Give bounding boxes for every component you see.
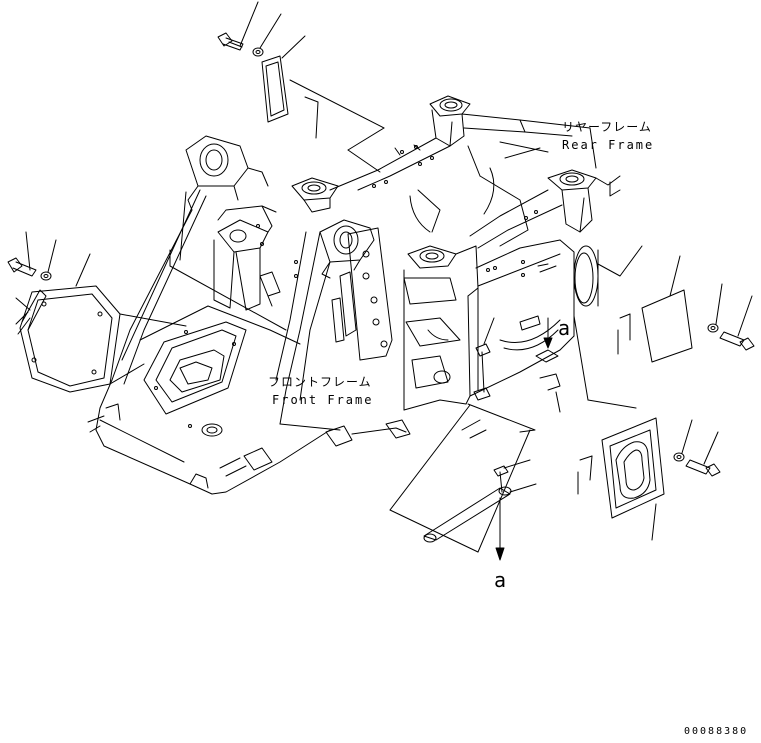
small-bracket bbox=[536, 318, 560, 412]
right-lower-bolt bbox=[686, 432, 720, 476]
top-bolt bbox=[218, 2, 258, 50]
drawing-number: 00088380 bbox=[684, 726, 749, 737]
left-washer bbox=[41, 240, 56, 280]
rear-frame-label-jp: リヤーフレーム bbox=[562, 120, 652, 134]
front-frame-label-en: Front Frame bbox=[272, 393, 374, 407]
right-upper-bolt bbox=[720, 296, 754, 350]
right-lower-cover-plate bbox=[574, 316, 664, 540]
front-frame-label-jp: フロントフレーム bbox=[268, 375, 372, 389]
center-pin bbox=[474, 318, 494, 400]
lower-link-bar bbox=[390, 420, 536, 560]
top-washer bbox=[253, 14, 281, 56]
front-frame bbox=[88, 136, 410, 494]
right-upper-plate bbox=[618, 256, 692, 362]
detail-mark-upper: a bbox=[558, 316, 571, 340]
detail-mark-lower: a bbox=[494, 568, 507, 592]
right-upper-washer bbox=[708, 284, 722, 332]
rear-frame bbox=[292, 96, 642, 510]
rear-frame-label-en: Rear Frame bbox=[562, 138, 655, 152]
right-lower-washer bbox=[674, 420, 692, 461]
left-bolt bbox=[8, 232, 36, 276]
left-access-cover bbox=[16, 254, 186, 392]
top-cover-plate bbox=[262, 36, 384, 172]
